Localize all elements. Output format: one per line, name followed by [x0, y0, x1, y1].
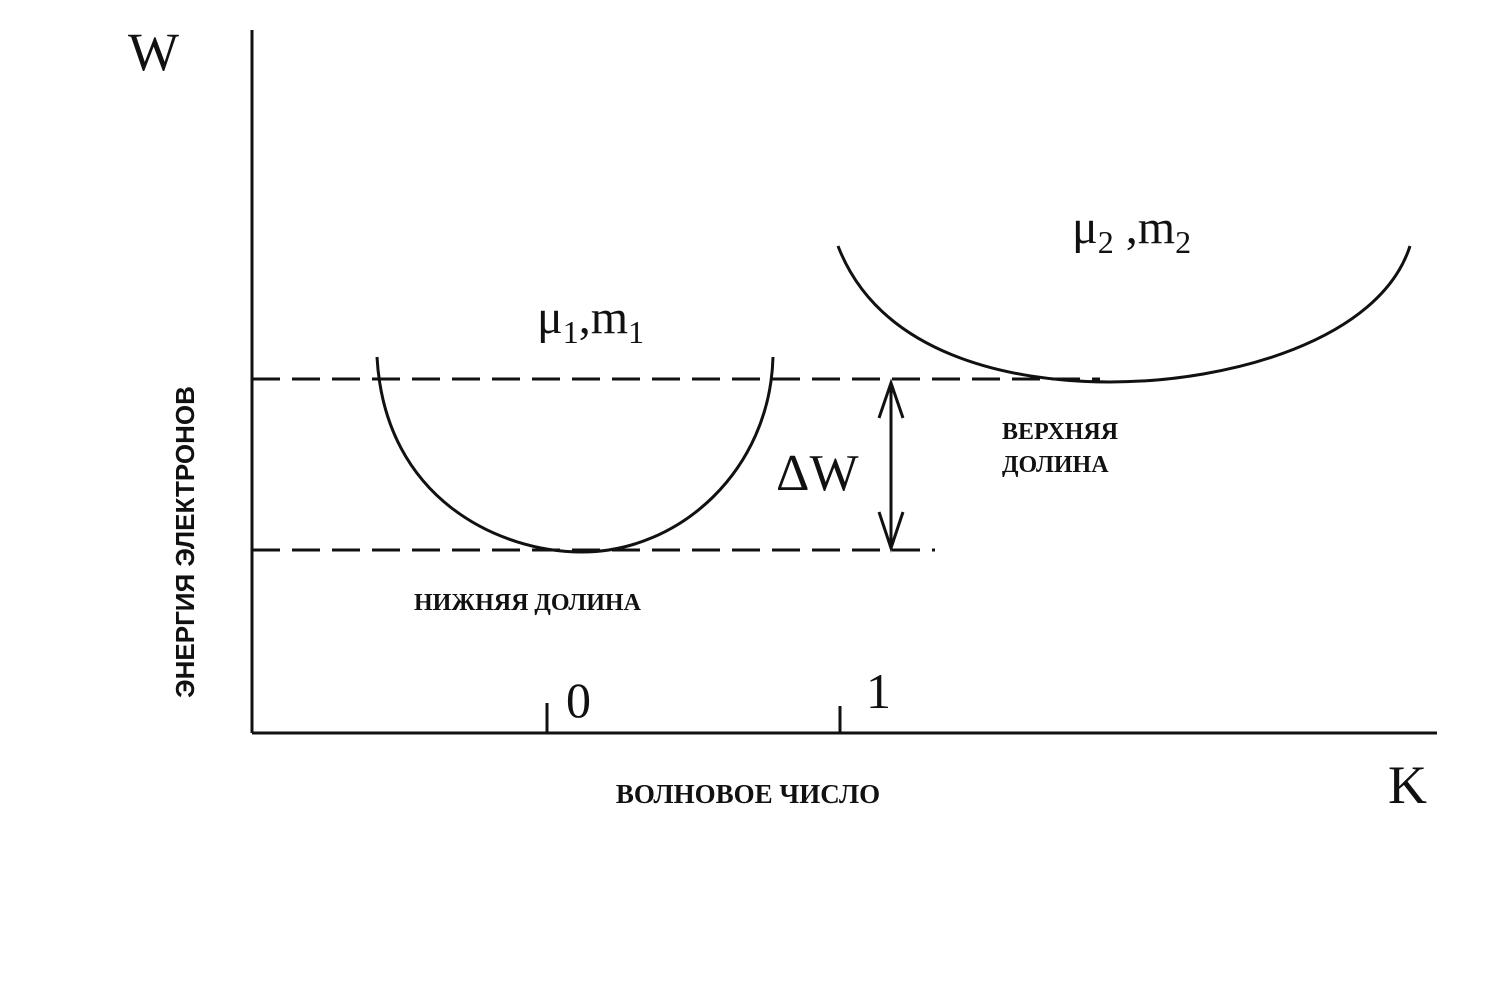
lower-valley-params: μ1,m1 [537, 291, 644, 350]
lower-valley-name: НИЖНЯЯ ДОЛИНА [414, 590, 642, 616]
lower-valley-curve [375, 356, 775, 554]
y-axis-title: ЭНЕРГИЯ ЭЛЕКТРОНОВ [170, 386, 200, 698]
delta-w-label: ΔW [776, 445, 859, 502]
delta-w-arrow-head-down [877, 511, 905, 553]
x-axis-title: ВОЛНОВОЕ ЧИСЛО [616, 779, 880, 809]
delta-w-arrow-head-up [877, 378, 905, 419]
upper-valley-name-line2: ДОЛИНА [1002, 452, 1109, 478]
upper-valley-curve [836, 245, 1412, 384]
tick-1-label: 1 [866, 663, 891, 719]
tick-0-label: 0 [566, 672, 591, 728]
y-axis-symbol: W [128, 22, 179, 82]
x-axis-symbol: K [1388, 755, 1427, 815]
upper-valley-name-line1: ВЕРХНЯЯ [1002, 419, 1118, 445]
upper-valley-params: μ2 ,m2 [1072, 201, 1191, 260]
